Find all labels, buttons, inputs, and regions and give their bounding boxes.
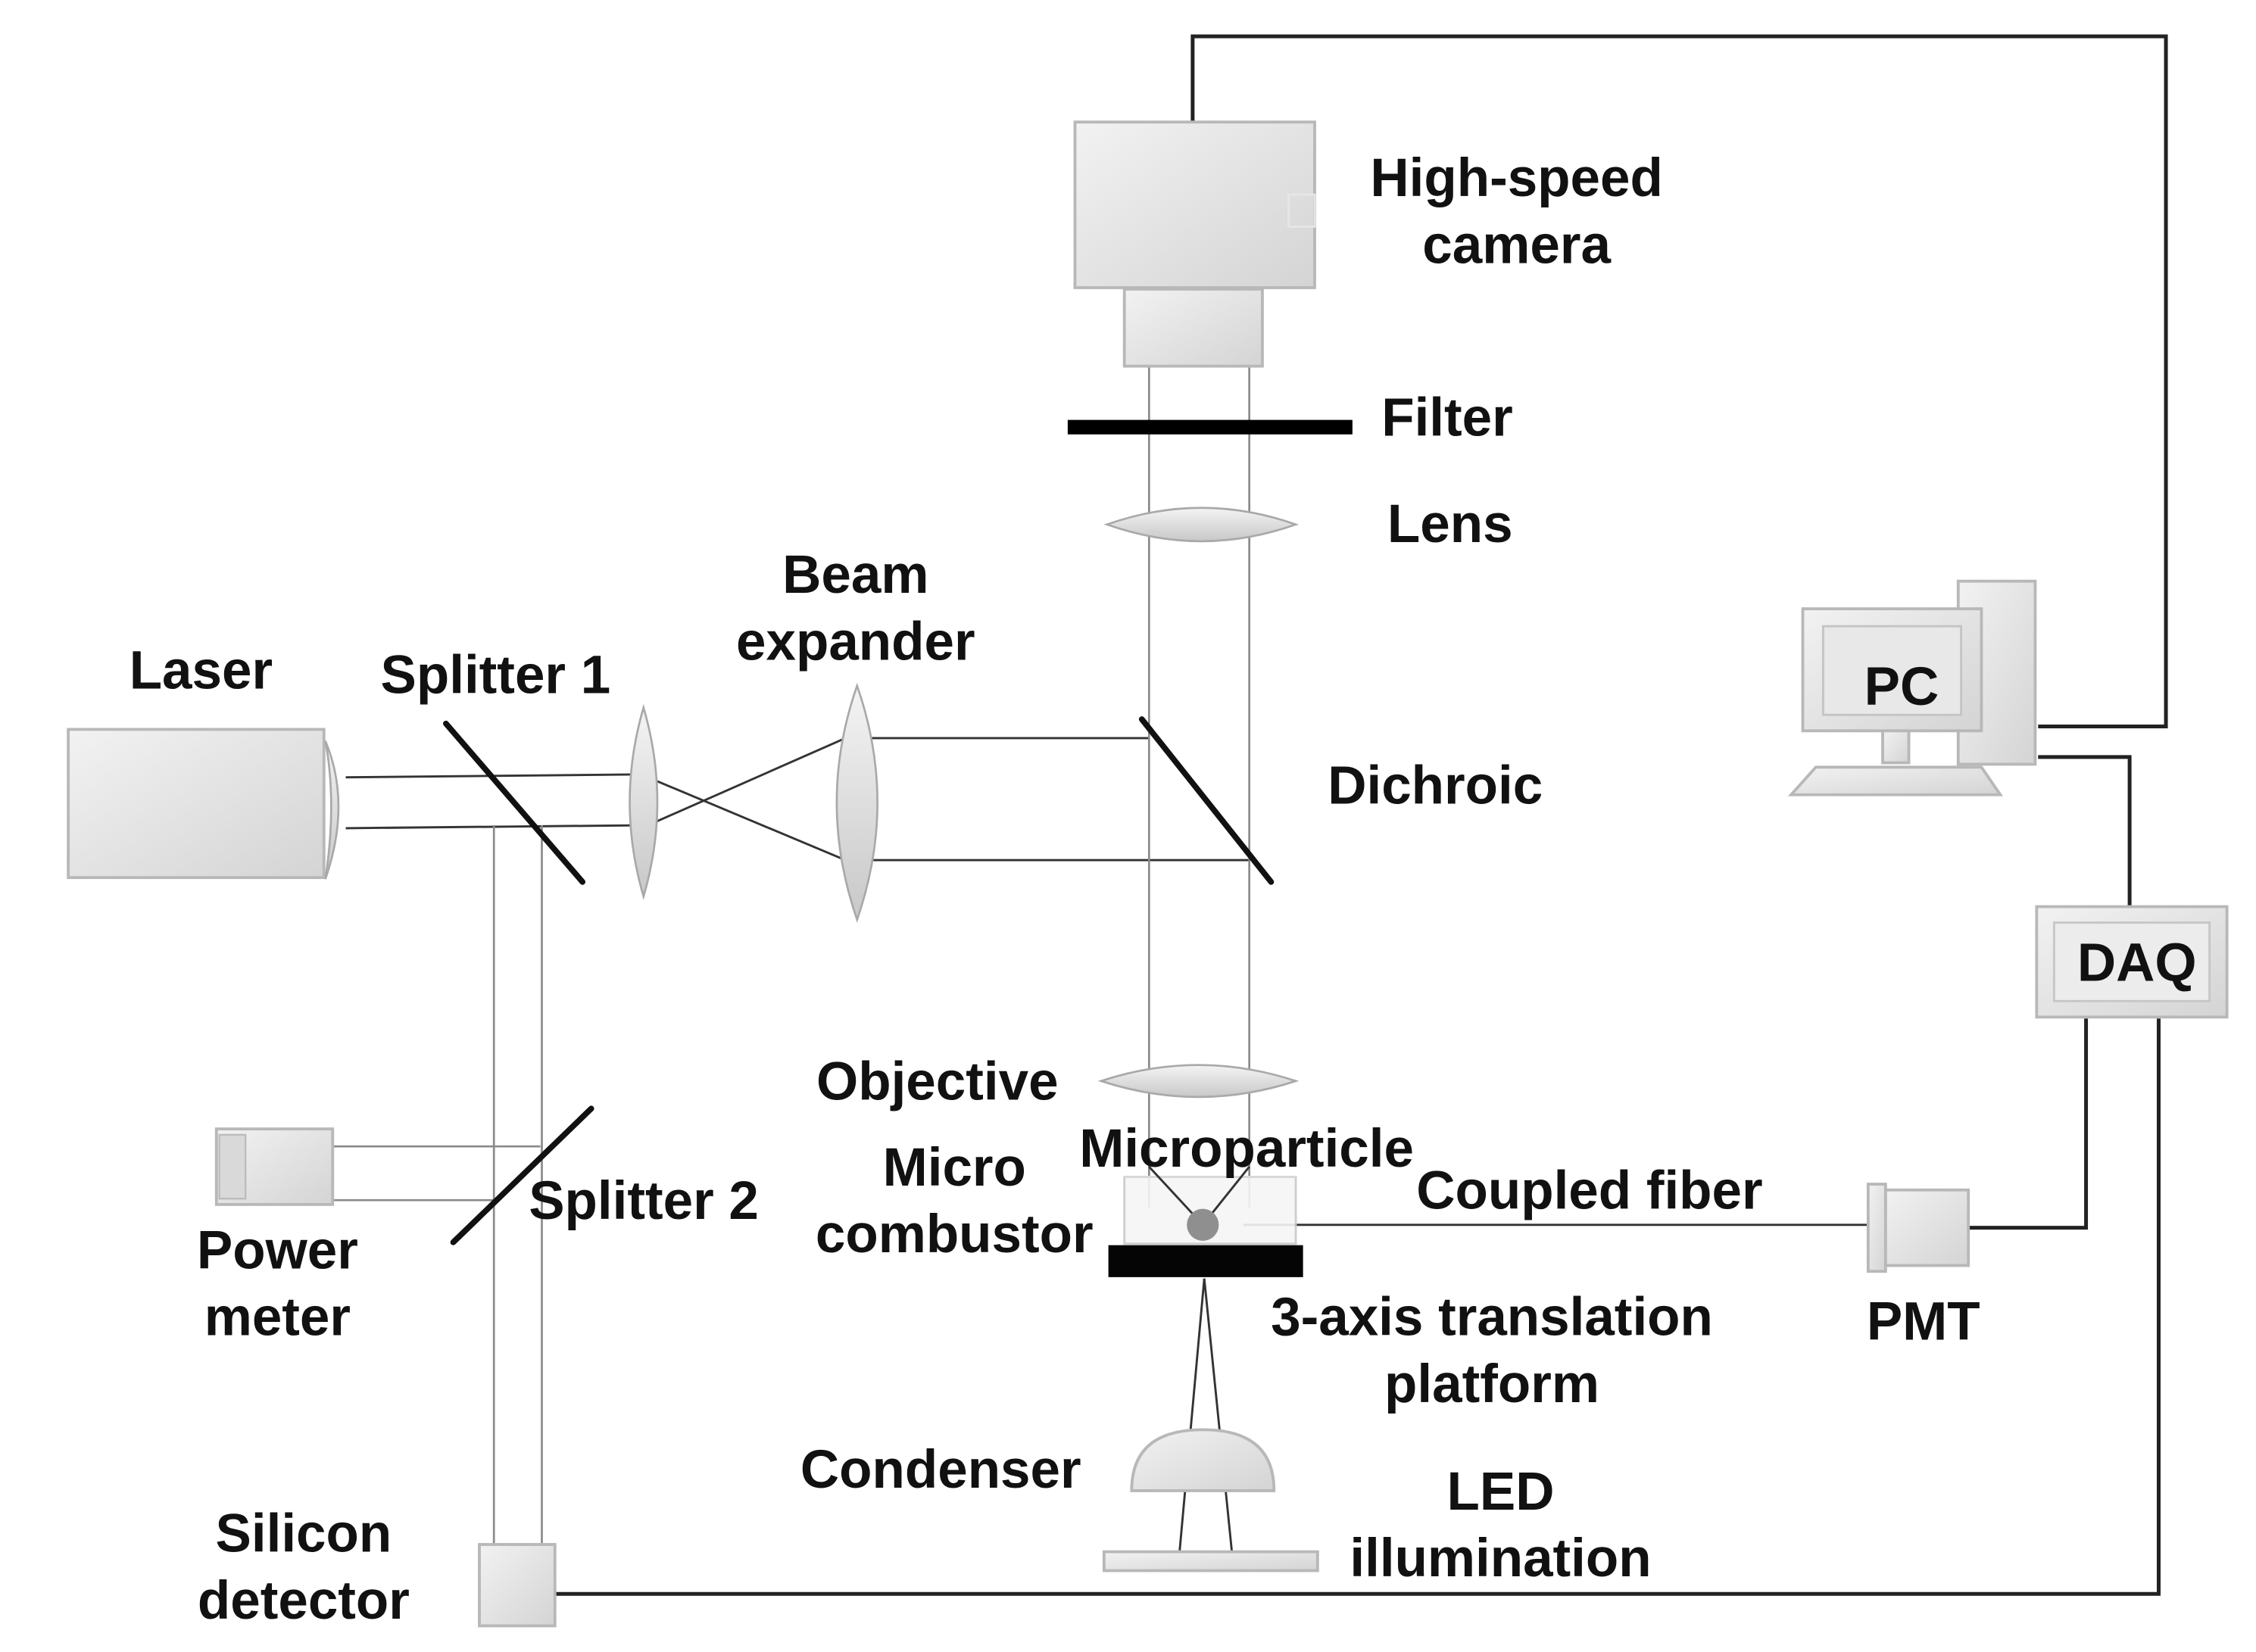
condenser-lens [1130,1428,1276,1492]
expander-lens-large [835,682,878,923]
label-pc: PC [1864,657,1939,717]
splitter-1-mirror [443,720,586,885]
label-microparticle: Microparticle [1079,1119,1414,1179]
pc-screen [1821,625,1963,716]
translation-platform-plate [1108,1245,1303,1277]
beam-cross-a [647,776,846,862]
label-silicon-line1: Silicon [216,1504,392,1564]
pc-stand [1881,729,1911,765]
pc-keyboard [1787,765,2004,796]
label-splitter-2: Splitter 2 [529,1171,759,1231]
label-objective: Objective [816,1052,1059,1112]
micro-combustor [1123,1166,1297,1245]
label-daq: DAQ [2077,933,2197,993]
pmt-unit [1866,1183,1970,1273]
pmt-daq-cable [1968,1018,2089,1230]
camera-body [1073,120,1316,289]
silicon-daq-cable [553,1018,2161,1596]
dichroic-mirror [1138,716,1275,885]
beam-condenser-left [1178,1278,1206,1552]
power-meter [214,1127,335,1206]
label-camera-line1: High-speed [1370,148,1662,208]
label-dichroic: Dichroic [1328,756,1543,815]
daq-unit [2035,905,2229,1019]
label-splitter-1: Splitter 1 [381,645,611,705]
camera-connector [1287,193,1316,228]
label-beam-line1: Beam [782,545,928,605]
led-panel [1102,1550,1319,1573]
label-lens: Lens [1387,494,1513,554]
camera-pc-cable [1190,34,2168,729]
expander-lens-small [629,703,659,900]
label-platform-line2: platform [1384,1354,1599,1414]
label-micro-line2: combustor [816,1205,1094,1264]
label-power-line1: Power [197,1220,358,1280]
label-coupled-fiber: Coupled fiber [1416,1161,1762,1221]
pmt-window [1866,1183,1887,1273]
label-condenser: Condenser [800,1440,1081,1500]
laser-aperture [324,740,340,880]
high-speed-camera [1073,120,1316,368]
beam-cross-b [647,737,846,827]
splitter-2-mirror [450,1105,594,1245]
camera-lens-mount [1122,287,1264,368]
laser-source [67,728,340,880]
label-platform-line1: 3-axis translation [1271,1288,1713,1348]
imaging-lens [1103,507,1300,543]
label-filter: Filter [1381,388,1513,448]
label-camera-line2: camera [1422,215,1611,275]
microparticle-dot [1187,1208,1219,1241]
laser-body [67,728,326,880]
labels: High-speed camera Filter Lens Beam expan… [129,148,2197,1631]
label-micro-line1: Micro [883,1138,1026,1198]
label-power-line2: meter [204,1288,351,1348]
laser-beams [332,366,1251,1552]
label-laser: Laser [129,641,273,701]
silicon-detector-body [478,1543,557,1628]
wiring [553,34,2168,1596]
label-beam-line2: expander [736,612,975,672]
power-meter-head [218,1133,247,1200]
beam-condenser-right [1203,1278,1234,1552]
pmt-body [1881,1188,1970,1267]
pc-computer [1787,579,2037,796]
daq-inner [2052,921,2211,1002]
label-led-line1: LED [1447,1462,1555,1522]
objective-lens [1097,1064,1300,1099]
label-silicon-line2: detector [198,1571,410,1631]
label-led-line2: illumination [1350,1529,1651,1588]
pc-daq-cable [2038,755,2132,907]
label-pmt: PMT [1867,1292,1980,1351]
